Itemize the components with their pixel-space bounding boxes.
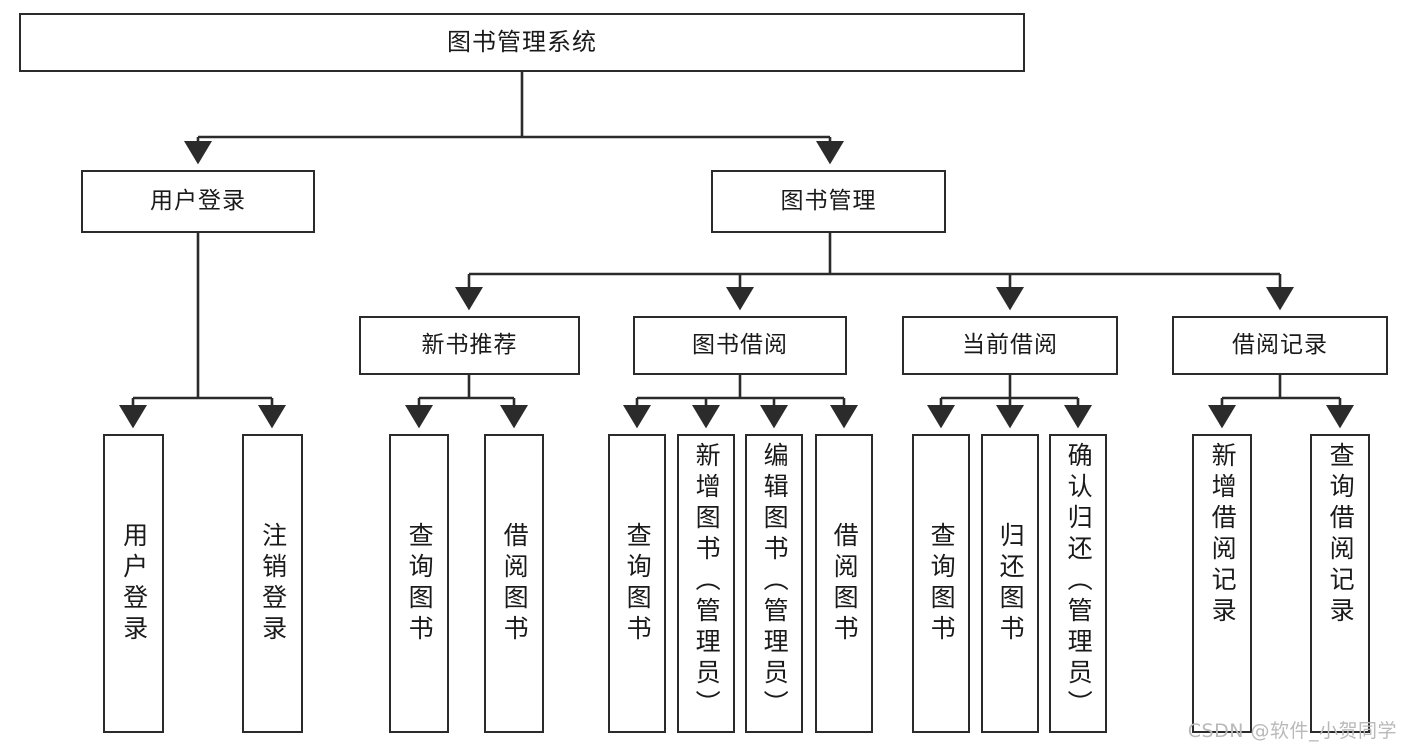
node-label: 查询图书 <box>623 521 653 646</box>
node-leaf-confirm-return[interactable]: 确认归还（管理员） <box>1049 434 1107 733</box>
node-leaf-return-book[interactable]: 归还图书 <box>981 434 1039 733</box>
node-book-management[interactable]: 图书管理 <box>711 170 946 233</box>
node-label: 查询借阅记录 <box>1326 442 1356 628</box>
node-leaf-borrow-book-1[interactable]: 借阅图书 <box>484 434 544 733</box>
node-leaf-add-book[interactable]: 新增图书（管理员） <box>677 434 735 733</box>
node-label: 当前借阅 <box>962 332 1058 359</box>
node-leaf-query-book-2[interactable]: 查询图书 <box>608 434 666 733</box>
node-leaf-edit-book[interactable]: 编辑图书（管理员） <box>745 434 803 733</box>
node-label: 查询图书 <box>927 521 957 646</box>
node-leaf-logout[interactable]: 注销登录 <box>242 434 303 733</box>
node-leaf-add-record[interactable]: 新增借阅记录 <box>1192 434 1252 733</box>
node-label: 新书推荐 <box>421 332 518 359</box>
node-leaf-query-record[interactable]: 查询借阅记录 <box>1310 434 1370 733</box>
node-current-borrow[interactable]: 当前借阅 <box>902 316 1118 375</box>
node-label: 新增借阅记录 <box>1208 442 1238 628</box>
node-label: 归还图书 <box>996 521 1026 646</box>
node-new-book-recommend[interactable]: 新书推荐 <box>359 316 580 375</box>
node-label: 图书管理系统 <box>447 27 597 56</box>
node-label: 用户登录 <box>119 521 149 646</box>
node-borrow-record[interactable]: 借阅记录 <box>1172 316 1388 375</box>
node-label: 借阅图书 <box>500 521 530 646</box>
node-leaf-borrow-book-2[interactable]: 借阅图书 <box>815 434 873 733</box>
csdn-watermark: CSDN @软件_小贺同学 <box>1187 720 1397 742</box>
node-label: 图书管理 <box>780 188 877 215</box>
node-leaf-user-login[interactable]: 用户登录 <box>103 434 164 733</box>
node-label: 借阅图书 <box>830 521 860 646</box>
node-leaf-query-book-1[interactable]: 查询图书 <box>389 434 449 733</box>
node-root-book-management-system[interactable]: 图书管理系统 <box>19 13 1025 72</box>
node-user-login[interactable]: 用户登录 <box>81 170 315 233</box>
node-book-borrow[interactable]: 图书借阅 <box>633 316 847 375</box>
node-label: 编辑图书（管理员） <box>760 442 790 721</box>
node-label: 注销登录 <box>258 521 288 646</box>
node-leaf-query-book-3[interactable]: 查询图书 <box>912 434 970 733</box>
node-label: 借阅记录 <box>1232 332 1328 359</box>
node-label: 确认归还（管理员） <box>1064 442 1094 721</box>
node-label: 图书借阅 <box>692 332 788 359</box>
node-label: 用户登录 <box>150 188 246 215</box>
node-label: 新增图书（管理员） <box>692 442 722 721</box>
node-label: 查询图书 <box>405 521 435 646</box>
